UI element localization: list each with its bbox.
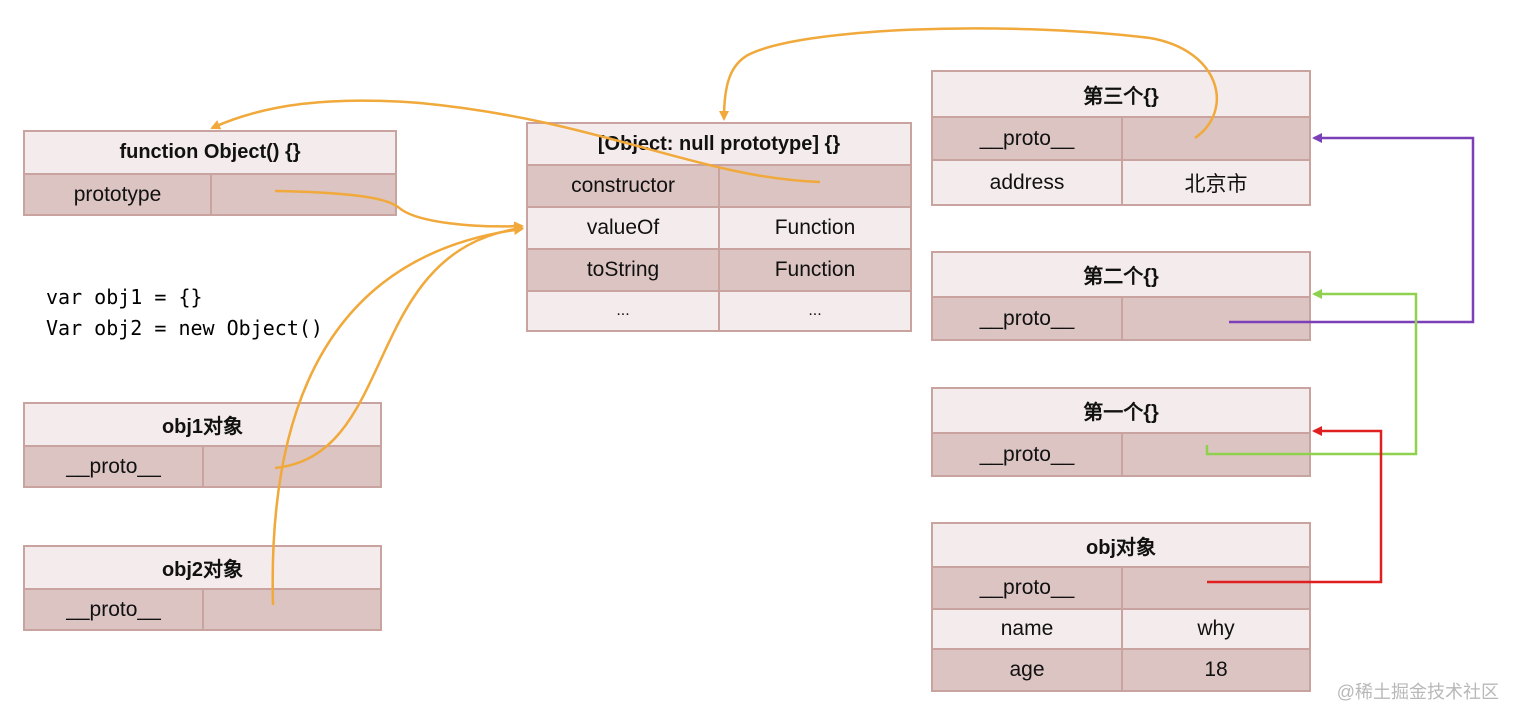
obj1-proto-row: __proto__ bbox=[25, 447, 380, 486]
third-address-row: address 北京市 bbox=[933, 161, 1309, 204]
function-object-title: function Object() {} bbox=[25, 132, 395, 175]
third-proto-key: __proto__ bbox=[933, 118, 1123, 159]
obj2-title: obj2对象 bbox=[25, 547, 380, 590]
third-address-value: 北京市 bbox=[1184, 172, 1248, 196]
second-object-box: 第二个{} __proto__ bbox=[931, 251, 1311, 341]
obj-age-key: age bbox=[933, 650, 1123, 690]
null-prototype-box: [Object: null prototype] {} constructor … bbox=[526, 122, 912, 332]
prototype-key: prototype bbox=[25, 175, 212, 214]
first-proto-key: __proto__ bbox=[933, 434, 1123, 475]
third-proto-row: __proto__ bbox=[933, 118, 1309, 161]
obj2-box: obj2对象 __proto__ bbox=[23, 545, 382, 631]
first-proto-row: __proto__ bbox=[933, 434, 1309, 475]
third-address-key: address bbox=[933, 161, 1123, 204]
valueof-value: Function bbox=[774, 216, 856, 239]
watermark: @稀土掘金技术社区 bbox=[1336, 682, 1499, 702]
tostring-row: toString Function bbox=[528, 250, 910, 292]
valueof-row: valueOf Function bbox=[528, 208, 910, 250]
tostring-value: Function bbox=[774, 258, 856, 281]
code-line-2: Var obj2 = new Object() bbox=[46, 316, 323, 340]
prototype-to-null-proto-arrow bbox=[274, 189, 524, 232]
third-proto-arrow bbox=[719, 27, 1219, 140]
null-prototype-title: [Object: null prototype] {} bbox=[528, 124, 910, 166]
tostring-key: toString bbox=[528, 250, 720, 290]
constructor-key: constructor bbox=[528, 166, 720, 206]
obj1-proto-key: __proto__ bbox=[25, 447, 204, 486]
obj-proto-row: __proto__ bbox=[933, 568, 1309, 610]
obj-name-value: why bbox=[1197, 617, 1235, 640]
obj-name-row: name why bbox=[933, 610, 1309, 650]
first-object-title: 第一个{} bbox=[933, 389, 1309, 434]
second-proto-row: __proto__ bbox=[933, 298, 1309, 339]
obj2-proto-arrow bbox=[271, 225, 524, 606]
third-object-box: 第三个{} __proto__ address 北京市 bbox=[931, 70, 1311, 206]
code-line-1: var obj1 = {} bbox=[46, 285, 203, 309]
second-proto-key: __proto__ bbox=[933, 298, 1123, 339]
constructor-to-function-arrow bbox=[210, 99, 821, 184]
obj2-proto-key: __proto__ bbox=[25, 590, 204, 629]
obj1-box: obj1对象 __proto__ bbox=[23, 402, 382, 488]
obj-name-key: name bbox=[933, 610, 1123, 648]
third-object-title: 第三个{} bbox=[933, 72, 1309, 118]
ellipsis-value: ... bbox=[808, 302, 822, 319]
function-object-box: function Object() {} prototype bbox=[23, 130, 397, 216]
code-snippet: var obj1 = {} Var obj2 = new Object() bbox=[46, 282, 323, 344]
obj-proto-key: __proto__ bbox=[933, 568, 1123, 608]
obj-title: obj对象 bbox=[933, 524, 1309, 568]
first-object-box: 第一个{} __proto__ bbox=[931, 387, 1311, 477]
second-to-third-arrow bbox=[1229, 133, 1475, 324]
ellipsis-key: ... bbox=[528, 292, 720, 330]
first-to-second-arrow bbox=[1205, 289, 1418, 456]
second-object-title: 第二个{} bbox=[933, 253, 1309, 298]
ellipsis-row: ... ... bbox=[528, 292, 910, 330]
obj-age-row: age 18 bbox=[933, 650, 1309, 690]
obj-to-first-arrow bbox=[1207, 426, 1383, 584]
obj1-title: obj1对象 bbox=[25, 404, 380, 447]
obj-box: obj对象 __proto__ name why age 18 bbox=[931, 522, 1311, 692]
valueof-key: valueOf bbox=[528, 208, 720, 248]
obj1-proto-arrow bbox=[274, 224, 524, 470]
obj-age-value: 18 bbox=[1204, 658, 1228, 681]
obj2-proto-row: __proto__ bbox=[25, 590, 380, 629]
constructor-row: constructor bbox=[528, 166, 910, 208]
